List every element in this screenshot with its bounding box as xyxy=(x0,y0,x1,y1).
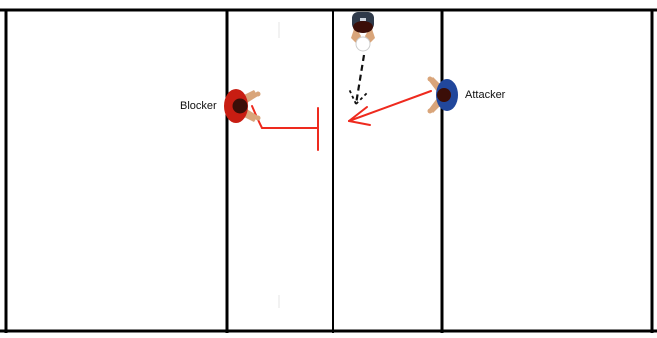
court-lines xyxy=(0,10,657,333)
blocker-player-icon xyxy=(224,89,261,123)
attacker-player-icon xyxy=(428,77,459,114)
set-pass-arrow xyxy=(349,55,367,104)
attack-arrow xyxy=(349,91,431,125)
setter-player-icon xyxy=(351,12,375,51)
block-line xyxy=(252,106,318,150)
attacker-label: Attacker xyxy=(465,89,505,101)
blocker-label: Blocker xyxy=(180,100,217,112)
